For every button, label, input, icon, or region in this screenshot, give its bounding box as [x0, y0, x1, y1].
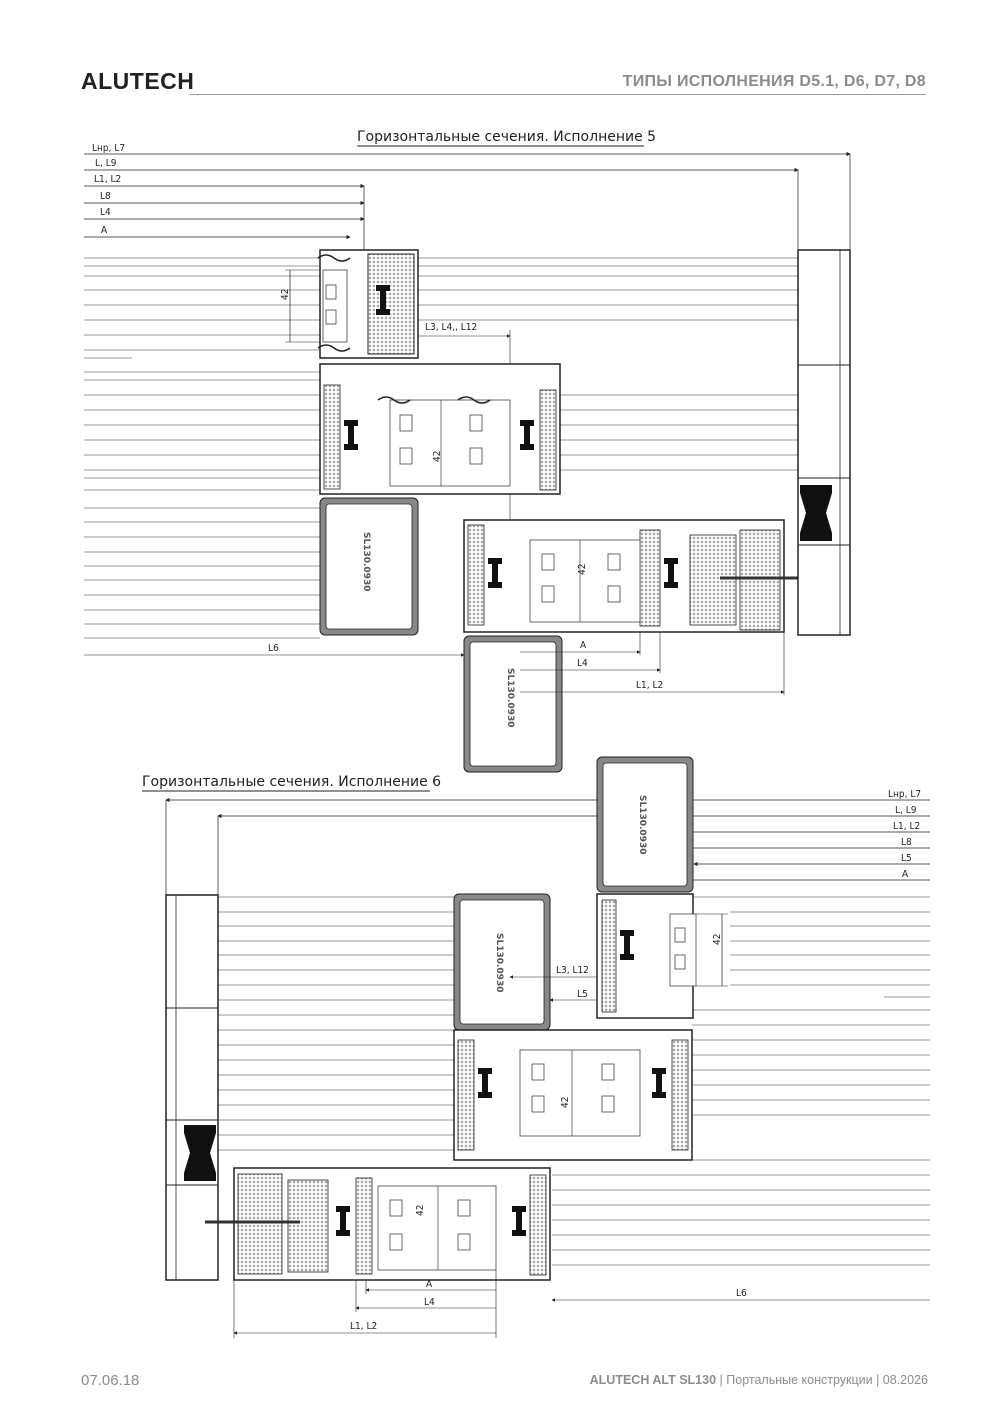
dim-label: L8 — [901, 837, 912, 848]
brand-logo: ALUTECH — [81, 68, 195, 94]
rail-lines — [218, 896, 930, 1266]
dim-label: Lнр, L7 — [888, 789, 921, 800]
dim-label: A — [902, 869, 909, 880]
section-5-title: Горизонтальные сечения. Исполнение 5 — [357, 129, 656, 145]
section-5-dim-stack — [84, 151, 851, 250]
profile-box-2 — [453, 893, 551, 1031]
sash-bottom — [463, 519, 810, 633]
wall-frame-left — [165, 894, 219, 1281]
dim-label: L, L9 — [95, 158, 117, 169]
dim-label: L4 — [424, 1297, 435, 1308]
page-title: ТИПЫ ИСПОЛНЕНИЯ D5.1, D6, D7, D8 — [622, 73, 926, 90]
sash-top — [317, 249, 419, 359]
sash-top — [596, 893, 697, 1019]
dim-label: 42 — [560, 1097, 571, 1108]
footer-product: ALUTECH ALT SL130 — [589, 1373, 717, 1387]
footer-info: ALUTECH ALT SL130 | Портальные конструкц… — [590, 1373, 928, 1387]
header-rule — [190, 94, 926, 95]
dim-label: 42 — [280, 289, 291, 300]
wall-frame-right — [797, 249, 851, 636]
section-6-dim-stack — [165, 797, 930, 895]
dim-label: L3, L4,, L12 — [425, 322, 477, 333]
dim-label: 42 — [712, 934, 723, 945]
dim-label: 42 — [415, 1205, 426, 1216]
profile-label: SL130.0930 — [494, 933, 504, 992]
dim-label: L6 — [268, 643, 279, 654]
dim-label: L, L9 — [895, 805, 917, 816]
dim-label: L8 — [100, 191, 111, 202]
dim-label: L1, L2 — [893, 821, 920, 832]
footer-description: | Портальные конструкции | 08.2026 — [719, 1373, 928, 1387]
dim-label: L4 — [577, 658, 588, 669]
dim-label: 42 — [432, 451, 443, 462]
dim-label: Lнр, L7 — [92, 143, 125, 154]
dim-label: L1, L2 — [350, 1321, 377, 1332]
sash-bottom — [205, 1167, 551, 1281]
section-6: Горизонтальные сечения. Исполнение 6 Lнр… — [142, 756, 930, 1338]
dim-label: A — [580, 640, 587, 651]
sash-middle — [453, 1029, 693, 1161]
profile-label: SL130.0930 — [637, 795, 647, 854]
profile-label: SL130.0930 — [361, 532, 371, 591]
profile-box-1 — [596, 756, 694, 893]
dim-label: L4 — [100, 207, 111, 218]
dim-label: L3, L12 — [556, 965, 589, 976]
dim-label: A — [101, 225, 108, 236]
dim-label: 42 — [577, 564, 588, 575]
profile-box-1 — [319, 497, 419, 636]
profile-label: SL130.0930 — [505, 668, 515, 727]
rail-lines — [84, 257, 798, 639]
section-6-title: Горизонтальные сечения. Исполнение 6 — [142, 774, 441, 790]
dim-label: L6 — [736, 1288, 747, 1299]
dim-label: L1, L2 — [636, 680, 663, 691]
sash-middle — [319, 363, 561, 495]
dim-label: A — [426, 1279, 433, 1290]
dim-label: L1, L2 — [94, 174, 121, 185]
footer-date: 07.06.18 — [81, 1372, 140, 1389]
dim-label: L5 — [577, 989, 588, 1000]
section-5: Горизонтальные сечения. Исполнение 5 Lнр… — [84, 129, 851, 773]
dim-label: L5 — [901, 853, 912, 864]
